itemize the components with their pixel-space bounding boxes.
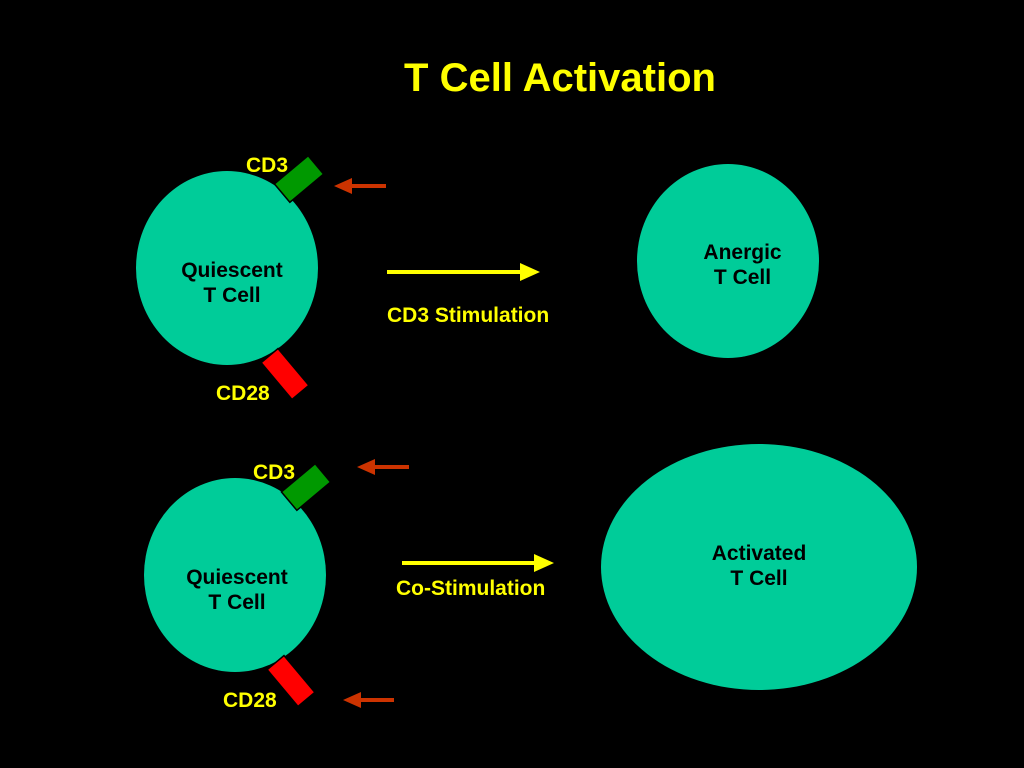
bottom-cd3-receptor [280,462,332,512]
activated-line1: Activated [711,542,807,565]
slide-title: T Cell Activation [404,56,716,100]
anergic-cell [637,164,819,358]
bottom-cd28-receptor [266,654,316,708]
top-quiescent-cell [136,171,318,365]
top-quiescent-label: Quiescent T Cell [147,258,317,308]
top-process-arrow [387,263,540,281]
bottom-process-arrow [402,554,554,572]
bottom-quiescent-label: Quiescent T Cell [152,565,322,615]
bottom-cd28-label: CD28 [223,689,277,712]
activated-cell [601,444,917,690]
anergic-label: Anergic T Cell [655,240,830,290]
bottom-process-label: Co-Stimulation [396,577,546,600]
bottom-cd28-stimulus-arrow [343,692,394,708]
activated-line2: T Cell [730,567,788,590]
anergic-line1: Anergic [703,241,782,264]
top-quiescent-line2: T Cell [203,284,261,307]
top-cd3-receptor [273,154,325,204]
bottom-cd3-label: CD3 [253,461,296,484]
anergic-line2: T Cell [713,266,772,289]
bottom-quiescent-cell [144,478,326,672]
top-cd28-label: CD28 [216,382,270,405]
top-quiescent-line1: Quiescent [181,259,283,282]
top-cd3-label: CD3 [246,154,289,177]
bottom-quiescent-line2: T Cell [208,591,266,614]
bottom-cd3-stimulus-arrow [357,459,409,475]
top-cd3-stimulus-arrow [334,178,386,194]
top-cd28-receptor [260,347,310,401]
activated-label: Activated T Cell [670,541,848,591]
bottom-quiescent-line1: Quiescent [186,566,288,589]
top-process-label: CD3 Stimulation [387,304,550,327]
